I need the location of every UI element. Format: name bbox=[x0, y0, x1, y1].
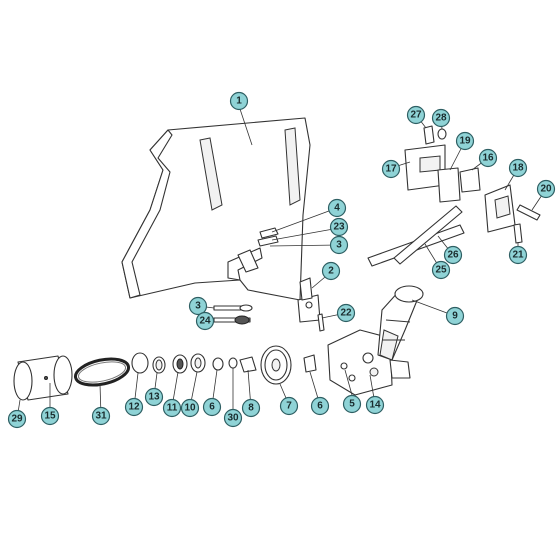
part-26-bar bbox=[393, 205, 463, 265]
callout-6-right: 6 bbox=[310, 396, 330, 416]
callout-6-left: 6 bbox=[202, 397, 222, 417]
svg-text:31: 31 bbox=[95, 411, 107, 422]
callout-9: 9 bbox=[445, 306, 465, 326]
svg-text:16: 16 bbox=[482, 153, 494, 164]
svg-text:5: 5 bbox=[349, 399, 355, 410]
svg-text:24: 24 bbox=[199, 316, 211, 327]
svg-text:3: 3 bbox=[195, 301, 201, 312]
callout-3-upper: 3 bbox=[329, 235, 349, 255]
svg-text:30: 30 bbox=[227, 413, 239, 424]
svg-text:13: 13 bbox=[148, 392, 160, 403]
callout-31: 31 bbox=[91, 406, 111, 426]
callout-24: 24 bbox=[195, 311, 215, 331]
svg-text:11: 11 bbox=[167, 403, 178, 414]
callout-25: 25 bbox=[431, 260, 451, 280]
callout-21: 21 bbox=[508, 245, 528, 265]
callout-10: 10 bbox=[180, 398, 200, 418]
svg-text:26: 26 bbox=[447, 250, 459, 261]
part-5-mounting-plate bbox=[327, 329, 393, 396]
part-3-bolt bbox=[213, 304, 253, 312]
part-14-pivot bbox=[369, 367, 379, 377]
part-6-nut-right bbox=[303, 354, 317, 373]
svg-text:17: 17 bbox=[385, 164, 397, 175]
callout-22: 22 bbox=[336, 303, 356, 323]
callout-16: 16 bbox=[478, 148, 498, 168]
callout-19: 19 bbox=[455, 131, 475, 151]
callout-27: 27 bbox=[406, 105, 426, 125]
part-8-hub bbox=[239, 356, 257, 373]
callout-20: 20 bbox=[536, 179, 556, 199]
part-21-bolt bbox=[513, 223, 523, 244]
svg-text:8: 8 bbox=[248, 403, 254, 414]
callout-5: 5 bbox=[342, 394, 362, 414]
part-22-bolt bbox=[317, 313, 325, 332]
svg-text:14: 14 bbox=[369, 400, 381, 411]
svg-text:6: 6 bbox=[317, 401, 323, 412]
svg-text:12: 12 bbox=[128, 402, 140, 413]
part-11-bearing bbox=[172, 354, 188, 374]
svg-text:29: 29 bbox=[11, 414, 23, 425]
svg-text:3: 3 bbox=[336, 240, 342, 251]
svg-text:1: 1 bbox=[236, 96, 242, 107]
callout-7: 7 bbox=[279, 396, 299, 416]
callout-1: 1 bbox=[229, 91, 249, 111]
svg-text:20: 20 bbox=[540, 184, 552, 195]
part-28-nut bbox=[437, 128, 447, 140]
callout-23: 23 bbox=[329, 217, 349, 237]
part-15-cylinder bbox=[13, 355, 73, 401]
part-17-plate bbox=[404, 144, 446, 191]
svg-text:25: 25 bbox=[435, 265, 447, 276]
svg-text:4: 4 bbox=[334, 203, 340, 214]
part-13-circlip bbox=[152, 356, 166, 374]
part-30-washer bbox=[228, 357, 238, 369]
svg-text:2: 2 bbox=[328, 266, 334, 277]
part-9-motor bbox=[377, 285, 424, 379]
callout-17: 17 bbox=[381, 159, 401, 179]
svg-text:10: 10 bbox=[184, 403, 196, 414]
part-31-belt bbox=[73, 357, 131, 387]
part-1-chute-housing bbox=[121, 117, 311, 301]
callout-30: 30 bbox=[223, 408, 243, 428]
part-18-bracket bbox=[484, 184, 516, 233]
callout-29: 29 bbox=[7, 409, 27, 429]
part-16-clamp bbox=[459, 167, 481, 193]
callout-26: 26 bbox=[443, 245, 463, 265]
svg-text:27: 27 bbox=[410, 110, 422, 121]
callout-18: 18 bbox=[508, 158, 528, 178]
svg-text:18: 18 bbox=[512, 163, 524, 174]
callout-8: 8 bbox=[241, 398, 261, 418]
callout-13: 13 bbox=[144, 387, 164, 407]
svg-text:9: 9 bbox=[452, 311, 458, 322]
svg-text:28: 28 bbox=[435, 113, 447, 124]
svg-text:19: 19 bbox=[459, 136, 471, 147]
callout-2: 2 bbox=[321, 261, 341, 281]
part-10-bearing bbox=[190, 353, 206, 373]
svg-text:23: 23 bbox=[333, 222, 345, 233]
callout-4: 4 bbox=[327, 198, 347, 218]
part-20-pin bbox=[516, 204, 541, 221]
part-12-washer bbox=[131, 352, 149, 374]
svg-text:6: 6 bbox=[209, 402, 215, 413]
part-7-pulley bbox=[260, 345, 292, 385]
part-24-bolt bbox=[213, 315, 251, 325]
callout-12: 12 bbox=[124, 397, 144, 417]
svg-text:7: 7 bbox=[286, 401, 292, 412]
callout-15: 15 bbox=[40, 406, 60, 426]
callout-28: 28 bbox=[431, 108, 451, 128]
callout-3-lower: 3 bbox=[188, 296, 208, 316]
part-2-bracket bbox=[297, 277, 321, 323]
part-6-nut-left bbox=[212, 357, 224, 371]
svg-text:22: 22 bbox=[340, 308, 352, 319]
svg-text:15: 15 bbox=[44, 411, 56, 422]
callout-11: 11 bbox=[162, 398, 182, 418]
svg-text:21: 21 bbox=[512, 250, 524, 261]
part-27-bolt bbox=[423, 125, 435, 145]
part-19-bracket bbox=[437, 167, 461, 203]
callout-14: 14 bbox=[365, 395, 385, 415]
